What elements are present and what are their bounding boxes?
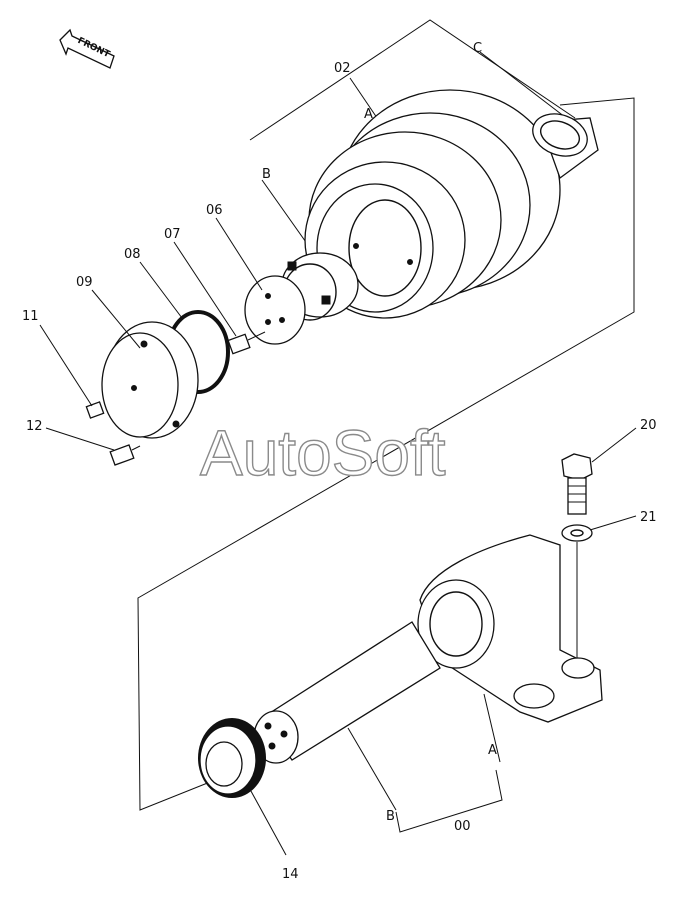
callout-08: 08 bbox=[124, 247, 141, 262]
callout-02: 02 bbox=[334, 61, 351, 76]
plate-06 bbox=[244, 275, 306, 345]
callout-14: 14 bbox=[282, 867, 299, 882]
leader-lines bbox=[39, 217, 637, 856]
end-cap-09 bbox=[101, 321, 199, 439]
callout-06: 06 bbox=[206, 203, 223, 218]
bushing-c bbox=[532, 113, 599, 180]
shaft bbox=[253, 621, 441, 764]
callout-c-top: C bbox=[473, 41, 482, 56]
callout-11: 11 bbox=[22, 309, 39, 324]
callout-00: 00 bbox=[454, 819, 471, 834]
plug-07 bbox=[227, 331, 266, 355]
callout-09: 09 bbox=[76, 275, 93, 290]
bracket-bottom bbox=[347, 693, 503, 833]
bolt-20 bbox=[561, 453, 593, 515]
front-arrow-icon: FRONT bbox=[59, 28, 115, 69]
callout-12: 12 bbox=[26, 419, 43, 434]
assembly-frame-outline bbox=[137, 97, 635, 811]
screw-11 bbox=[85, 401, 105, 419]
callout-21: 21 bbox=[640, 510, 657, 525]
seal-14 bbox=[198, 718, 266, 798]
callout-07: 07 bbox=[164, 227, 181, 242]
screw-12 bbox=[109, 444, 141, 466]
callout-b-bottom: B bbox=[386, 809, 395, 824]
callout-20: 20 bbox=[640, 418, 657, 433]
watermark-text: AutoSoft bbox=[200, 417, 446, 489]
bracket-housing-00 bbox=[417, 534, 603, 723]
washer-21 bbox=[561, 524, 593, 660]
callout-b-top: B bbox=[262, 167, 271, 182]
callout-a-top: A bbox=[364, 107, 373, 122]
callout-a-bottom: A bbox=[488, 743, 497, 758]
